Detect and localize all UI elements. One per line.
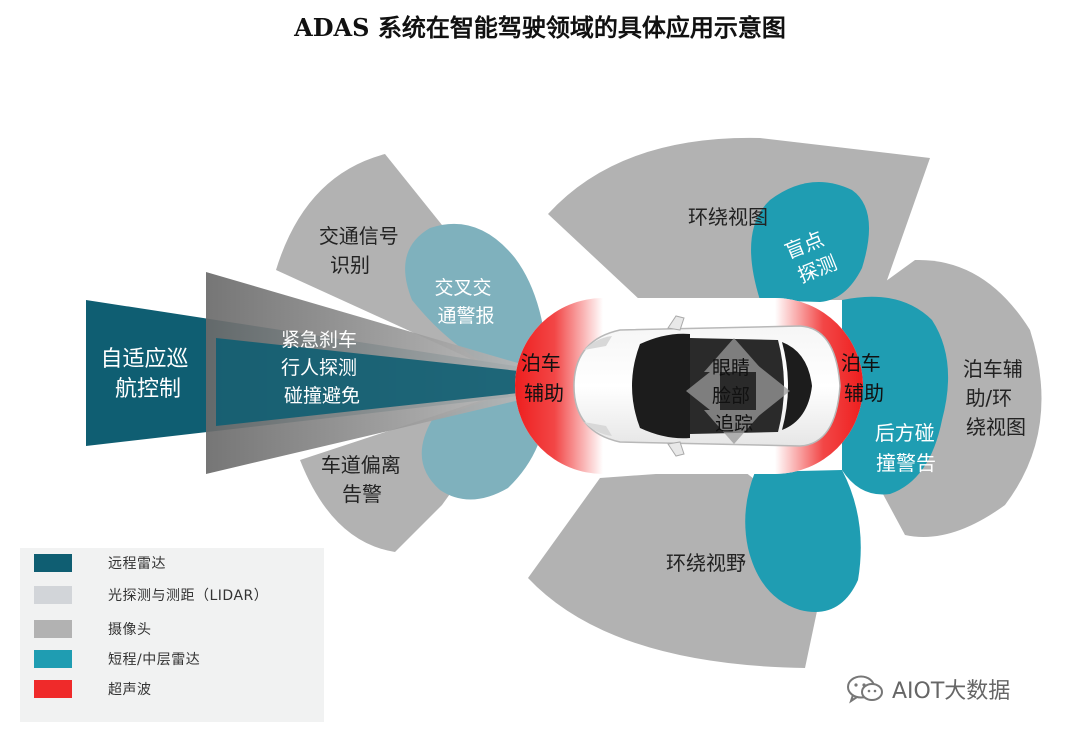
acc-inner-beam [216, 338, 528, 426]
traffic-sign-label: 交通信号 识别 [319, 224, 405, 277]
front-ultrasonic-zone [515, 298, 603, 474]
surround-view-bottom-label: 环绕视野 [666, 551, 746, 575]
surround-bottom-radar [745, 470, 861, 612]
legend-swatch [34, 650, 72, 668]
park-assist-rear-label: 泊车 辅助 [841, 351, 887, 405]
legend-label: 光探测与测距（LIDAR） [108, 588, 269, 604]
rear-collision-radar [842, 296, 949, 495]
park-surround-right-label: 泊车辅 助/环 绕视图 [963, 357, 1029, 439]
car-windshield [632, 333, 690, 439]
legend-item-short-mid-radar: 短程/中层雷达 [34, 648, 200, 670]
driver-monitor-label: 眼睛 脸部 追踪 [712, 357, 756, 435]
legend-item-ultrasonic: 超声波 [34, 678, 152, 700]
legend-swatch [34, 680, 72, 698]
cross-traffic-label: 交叉交 通警报 [434, 277, 497, 327]
surround-view-top-label: 环绕视图 [688, 205, 768, 229]
park-assist-front-label: 泊车 辅助 [521, 351, 567, 405]
legend-label: 远程雷达 [108, 556, 166, 572]
car-mirror-bottom [667, 441, 685, 457]
watermark-text: AIOT大数据 [892, 679, 1011, 704]
page-title: ADAS 系统在智能驾驶领域的具体应用示意图 [294, 13, 786, 42]
car-rear-window [782, 342, 812, 430]
driver-monitor-arrows [686, 338, 790, 444]
legend-label: 摄像头 [108, 622, 152, 638]
legend-label: 超声波 [108, 682, 152, 698]
legend-label: 短程/中层雷达 [108, 652, 201, 668]
legend: 远程雷达 光探测与测距（LIDAR） 摄像头 短程/中层雷达 超声波 [20, 548, 324, 722]
watermark: AIOT大数据 [846, 672, 1010, 706]
aeb-label: 紧急刹车 行人探测 碰撞避免 [281, 329, 363, 407]
rear-collision-label: 后方碰 撞警告 [875, 421, 941, 475]
cross-traffic-radar [405, 223, 549, 500]
car-mirror-top [667, 315, 685, 331]
blind-spot-radar [751, 182, 870, 302]
wechat-icon [847, 675, 883, 704]
car-headlight-top [584, 336, 612, 350]
legend-swatch [34, 586, 72, 604]
lane-departure-label: 车道偏离 告警 [321, 453, 407, 506]
legend-swatch [34, 554, 72, 572]
legend-item-camera: 摄像头 [34, 618, 152, 640]
acc-label: 自适应巡 航控制 [100, 347, 195, 402]
legend-item-lidar: 光探测与测距（LIDAR） [34, 584, 268, 606]
car-headlight-bottom [584, 422, 612, 436]
legend-swatch [34, 620, 72, 638]
legend-item-long-range-radar: 远程雷达 [34, 552, 166, 574]
